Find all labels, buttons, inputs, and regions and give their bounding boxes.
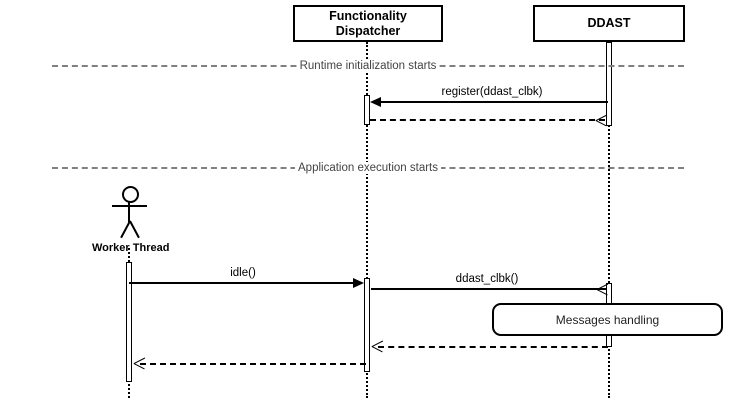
message-label-ddast-clbk: ddast_clbk() xyxy=(455,273,519,285)
participant-box-functionality-dispatcher[interactable]: Functionality Dispatcher xyxy=(293,5,443,42)
actor-worker-thread[interactable]: Worker Thread xyxy=(92,186,169,258)
participant-label-ddast: DDAST xyxy=(587,16,631,30)
participant-label-line2: Dispatcher xyxy=(335,23,401,38)
message-arrowhead-idle xyxy=(353,278,364,288)
separator-label-app-exec: Application execution starts xyxy=(295,162,441,174)
message-label-register: register(ddast_clbk) xyxy=(441,86,543,98)
participant-label-wrap: Functionality Dispatcher xyxy=(329,9,407,39)
participant-label-line1: Functionality xyxy=(329,8,407,23)
message-line-ddast-return[interactable] xyxy=(378,346,608,348)
message-label-idle: idle() xyxy=(230,267,256,279)
activation-bar-dispatcher-2 xyxy=(364,278,370,372)
participant-box-ddast[interactable]: DDAST xyxy=(533,5,685,42)
separator-label-runtime-init: Runtime initialization starts xyxy=(296,60,440,72)
activation-bar-worker-1 xyxy=(126,262,132,382)
message-line-idle[interactable] xyxy=(129,282,354,284)
note-messages-handling[interactable]: Messages handling xyxy=(492,303,723,336)
actor-body-icon xyxy=(128,201,130,222)
actor-label-worker-thread: Worker Thread xyxy=(92,242,170,254)
actor-right-leg-icon xyxy=(129,220,140,239)
lifeline-ddast xyxy=(608,42,610,398)
note-label-messages-handling: Messages handling xyxy=(555,312,660,327)
actor-head-icon xyxy=(122,186,139,203)
message-arrowhead-register xyxy=(370,97,381,107)
message-line-register[interactable] xyxy=(378,101,608,103)
activation-bar-dispatcher-1 xyxy=(364,95,370,125)
lifeline-functionality-dispatcher xyxy=(366,42,368,398)
message-line-idle-return[interactable] xyxy=(140,363,366,365)
message-line-ddast-clbk[interactable] xyxy=(371,288,606,290)
message-line-register-return[interactable] xyxy=(370,119,605,121)
activation-bar-ddast-1 xyxy=(606,42,612,126)
